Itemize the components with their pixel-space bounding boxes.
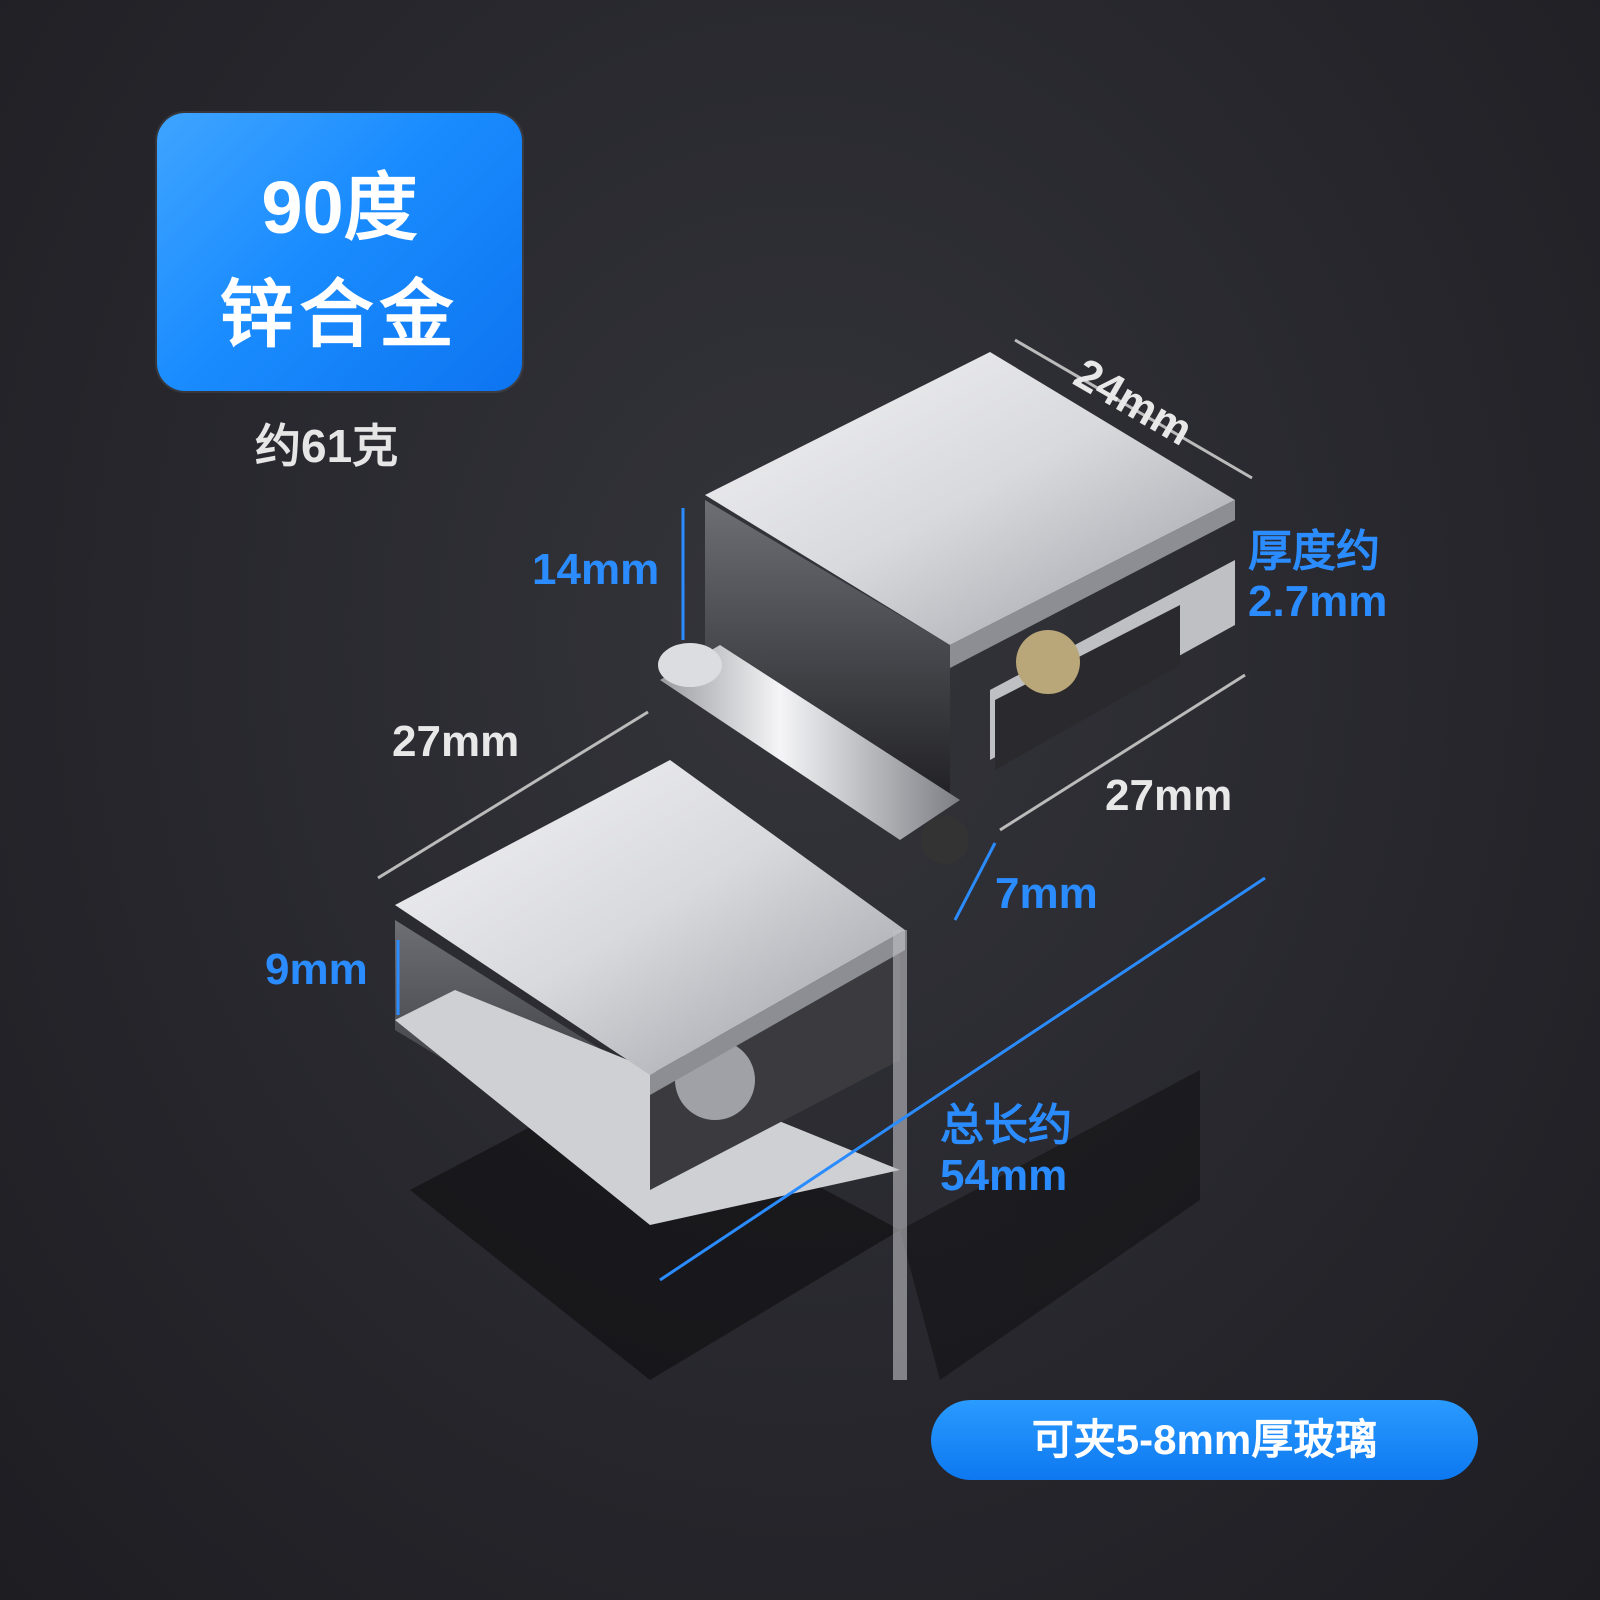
thickness-value: 2.7mm: [1248, 577, 1388, 626]
weight-label: 约61克: [255, 420, 399, 472]
glass-thickness-pill: 可夹5-8mm厚玻璃: [931, 1400, 1478, 1480]
thickness-label: 厚度约: [1248, 527, 1380, 576]
total-length-value: 54mm: [940, 1151, 1068, 1200]
dim-right-length: [999, 673, 1246, 832]
hinge-barrel: [658, 643, 969, 864]
dimension-lines: [377, 338, 1266, 1282]
dim-left-length: [377, 710, 649, 880]
pin-gap-label: 7mm: [995, 869, 1098, 918]
lower-clamp: [395, 760, 907, 1380]
lower-height-label: 9mm: [265, 945, 368, 994]
dim-top-width: [1014, 338, 1253, 480]
dim-total-length: [659, 876, 1266, 1282]
material-badge: 90度 锌合金: [157, 113, 522, 391]
badge-material: 锌合金: [219, 273, 460, 356]
badge-angle: 90度: [261, 166, 418, 249]
total-length-label: 总长约: [940, 1101, 1072, 1150]
right-length-label: 27mm: [1105, 771, 1233, 820]
dim-pin-gap: [953, 842, 997, 921]
reflection: [410, 1070, 1200, 1380]
left-length-label: 27mm: [392, 717, 520, 766]
upper-height-label: 14mm: [532, 545, 660, 594]
upper-clamp: [705, 352, 1235, 795]
